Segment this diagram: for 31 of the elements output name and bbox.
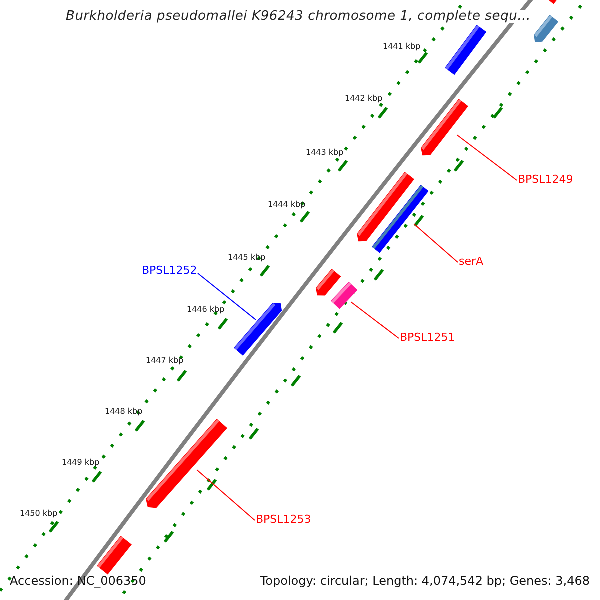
gene-feature [445,25,487,76]
position-label: 1450 kbp [20,510,58,518]
position-label: 1441 kbp [383,43,421,51]
position-label: 1444 kbp [268,201,306,209]
leader-line [198,273,256,320]
accession-text: Accession: NC_006350 [9,575,148,587]
gene-label: BPSL1252 [142,265,198,276]
gene-label: BPSL1251 [400,332,456,343]
gene-feature [234,303,283,356]
gene-feature [372,184,429,254]
gene-feature [96,536,132,574]
position-label: 1447 kbp [146,357,184,365]
gene-label: serA [459,256,484,267]
gene-label: BPSL1249 [518,174,574,185]
position-label: 1449 kbp [62,459,100,467]
leader-line [456,134,518,181]
gene-feature [421,99,469,156]
gene-feature [146,419,228,509]
position-label: 1446 kbp [187,306,225,314]
gene-feature [330,282,358,310]
gene-feature [534,14,558,42]
position-label: 1448 kbp [105,408,143,416]
position-label: 1445 kbp [228,254,266,262]
gene-label: BPSL1253 [256,514,312,525]
gene-feature [316,269,342,296]
position-label: 1443 kbp [306,149,344,157]
sequence-info-text: Topology: circular; Length: 4,074,542 bp; Genes: 3,468 [258,575,592,587]
leader-line [414,224,458,263]
leader-line [196,470,256,521]
leader-line [350,302,400,339]
position-label: 1442 kbp [345,95,383,103]
